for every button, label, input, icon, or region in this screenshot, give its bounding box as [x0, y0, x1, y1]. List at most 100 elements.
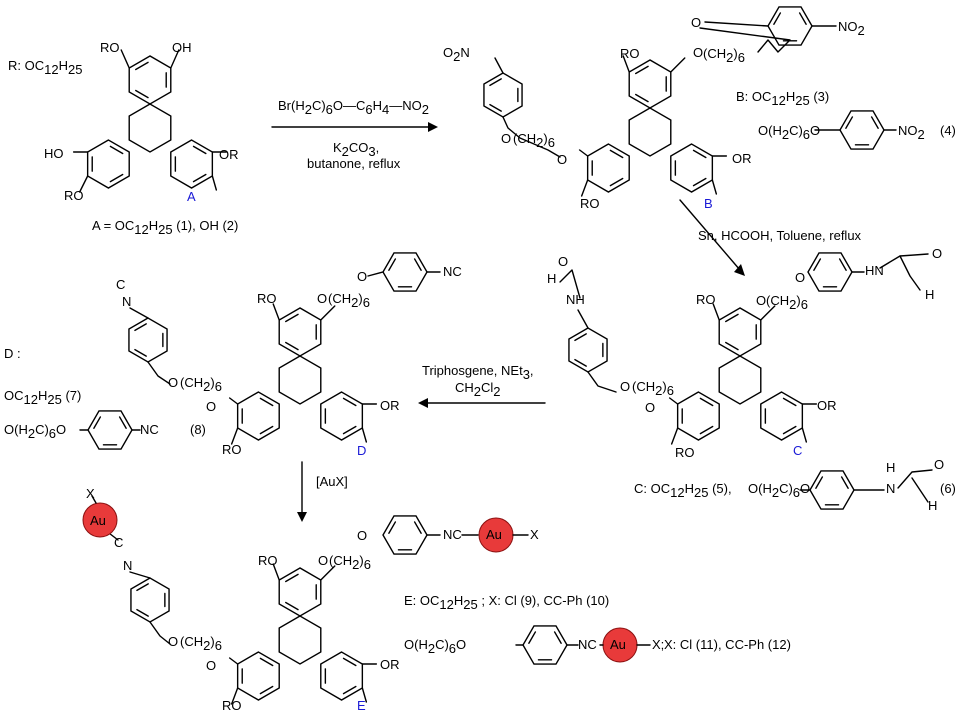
reaction-step-3: Triphosgene, NEt3, CH2Cl2	[422, 363, 534, 399]
e-alt-au: Au	[610, 637, 626, 652]
bond-o-e	[320, 565, 336, 581]
bond-c-alt-h	[911, 477, 929, 503]
o-label-d3: O	[168, 375, 178, 390]
o-label-b1: O	[693, 45, 703, 60]
bond-ro-d2	[230, 427, 239, 445]
formyl-left-c	[559, 269, 581, 299]
b-alt-caption: O(H2C)6O	[758, 123, 820, 142]
double-bond	[342, 425, 357, 435]
o-label-c4: O	[645, 400, 655, 415]
double-bond	[489, 103, 502, 112]
chain-d1: (CH2)6	[328, 291, 370, 310]
right-ring-c12	[170, 139, 214, 189]
au-label-right: Au	[486, 527, 502, 542]
o-label-e2: O	[357, 528, 367, 543]
bond-nh-c2	[577, 309, 589, 329]
or-label: OR	[219, 147, 239, 162]
o-label-b4: O	[557, 152, 567, 167]
bond-o-d3	[228, 397, 239, 405]
ro-label-e2: RO	[222, 698, 242, 713]
bond-ro-c2	[670, 427, 679, 445]
b-alt-no2: NO2	[898, 123, 925, 142]
double-bond	[285, 601, 299, 611]
double-bond	[259, 397, 274, 407]
central-ring-c12	[128, 103, 172, 153]
c-alt-number: (6)	[940, 481, 956, 496]
d-caption: D :	[4, 346, 21, 361]
left-ring-c78	[236, 391, 280, 441]
chain-link-e2	[149, 621, 171, 645]
ro-label-c2: RO	[675, 445, 695, 460]
formyl-right-c	[879, 255, 921, 291]
reagent-3-line-2: CH2Cl2	[455, 380, 501, 399]
top-ring-c78	[278, 307, 322, 357]
iso-n-e: N	[123, 558, 132, 573]
o-label-d2: O	[357, 269, 367, 284]
formyl-alt-c	[897, 469, 933, 489]
d-alt-1: OC12H25 (7)	[4, 388, 81, 407]
o-label-c2: O	[795, 270, 805, 285]
left-ring-c34	[586, 143, 630, 193]
double-bond	[118, 416, 127, 429]
formamidophenyl-ring-c3	[809, 470, 855, 510]
double-bond	[840, 476, 849, 489]
reagent-1-line-1: Br(H2C)6O—C6H4—NO2	[278, 98, 429, 117]
chain-c1: (CH2)6	[766, 293, 808, 312]
formamidophenyl-ring-c2	[568, 327, 608, 373]
central-ring-c34	[628, 107, 672, 157]
bond-c	[801, 427, 808, 443]
chain-c2: (CH2)6	[632, 379, 674, 398]
formyl-n-left: NH	[566, 292, 585, 307]
double-bond	[692, 149, 707, 159]
central-ring-c56	[718, 355, 762, 405]
double-bond	[413, 258, 422, 271]
ho-label: HO	[44, 146, 64, 161]
double-bond	[134, 323, 147, 332]
double-bond	[782, 397, 797, 407]
compound-1-2-caption: A = OC12H25 (1), OH (2)	[92, 218, 238, 237]
chain-wiggle-b2	[502, 116, 561, 158]
e-alt-text: X: Cl (11), CC-Ph (12)	[664, 637, 791, 652]
double-bond	[838, 258, 847, 271]
substituent-b: B	[704, 196, 713, 211]
b-caption: B: OC12H25 (3)	[736, 89, 829, 108]
isocyanophenyl-ring-d1	[382, 252, 428, 292]
chain-e2: (CH2)6	[180, 634, 222, 653]
nitrophenyl-ring-b3	[839, 110, 885, 150]
c-alt-o: O	[934, 457, 944, 472]
bond-o-aryl-b	[704, 21, 769, 27]
aurophenyl-ring-e1	[382, 515, 428, 555]
r-definition: R: OC12H25	[8, 58, 82, 77]
o-label-b3: O	[501, 131, 511, 146]
iso-n-left: N	[122, 294, 131, 309]
bond-o-b3	[578, 149, 589, 157]
bond-o-c	[760, 305, 776, 321]
bond-o-e3	[228, 657, 239, 665]
double-bond	[692, 177, 707, 187]
reagent-3-line-1: Triphosgene, NEt3,	[422, 363, 534, 382]
formyl-o-right: O	[932, 246, 942, 261]
double-bond	[413, 521, 422, 534]
arrow-4-head	[297, 512, 307, 522]
bond-o-b	[670, 57, 686, 73]
bond-o2n-b	[494, 57, 504, 74]
right-ring-c34	[670, 143, 714, 193]
chain-wiggle-b1	[699, 27, 791, 53]
ro-label-b: RO	[620, 46, 640, 61]
compound-9-12: X Au C N RO O (CH2)6 O NC Au X O (CH2)6 …	[86, 486, 791, 713]
o-label-b2: O	[691, 15, 701, 30]
e-alt-nc: NC	[578, 637, 597, 652]
double-bond	[725, 313, 739, 323]
o-label-e1: O	[318, 553, 328, 568]
left-ring-c9	[236, 651, 280, 701]
double-bond	[135, 89, 149, 99]
ro-label-d: RO	[257, 291, 277, 306]
left-ring-c56	[676, 391, 720, 441]
double-bond	[109, 173, 124, 183]
gold-atom-left	[82, 502, 118, 538]
au-label-left: Au	[90, 513, 106, 528]
top-ring-c34	[628, 59, 672, 109]
double-bond	[192, 145, 207, 155]
x-label-right: X	[530, 527, 539, 542]
